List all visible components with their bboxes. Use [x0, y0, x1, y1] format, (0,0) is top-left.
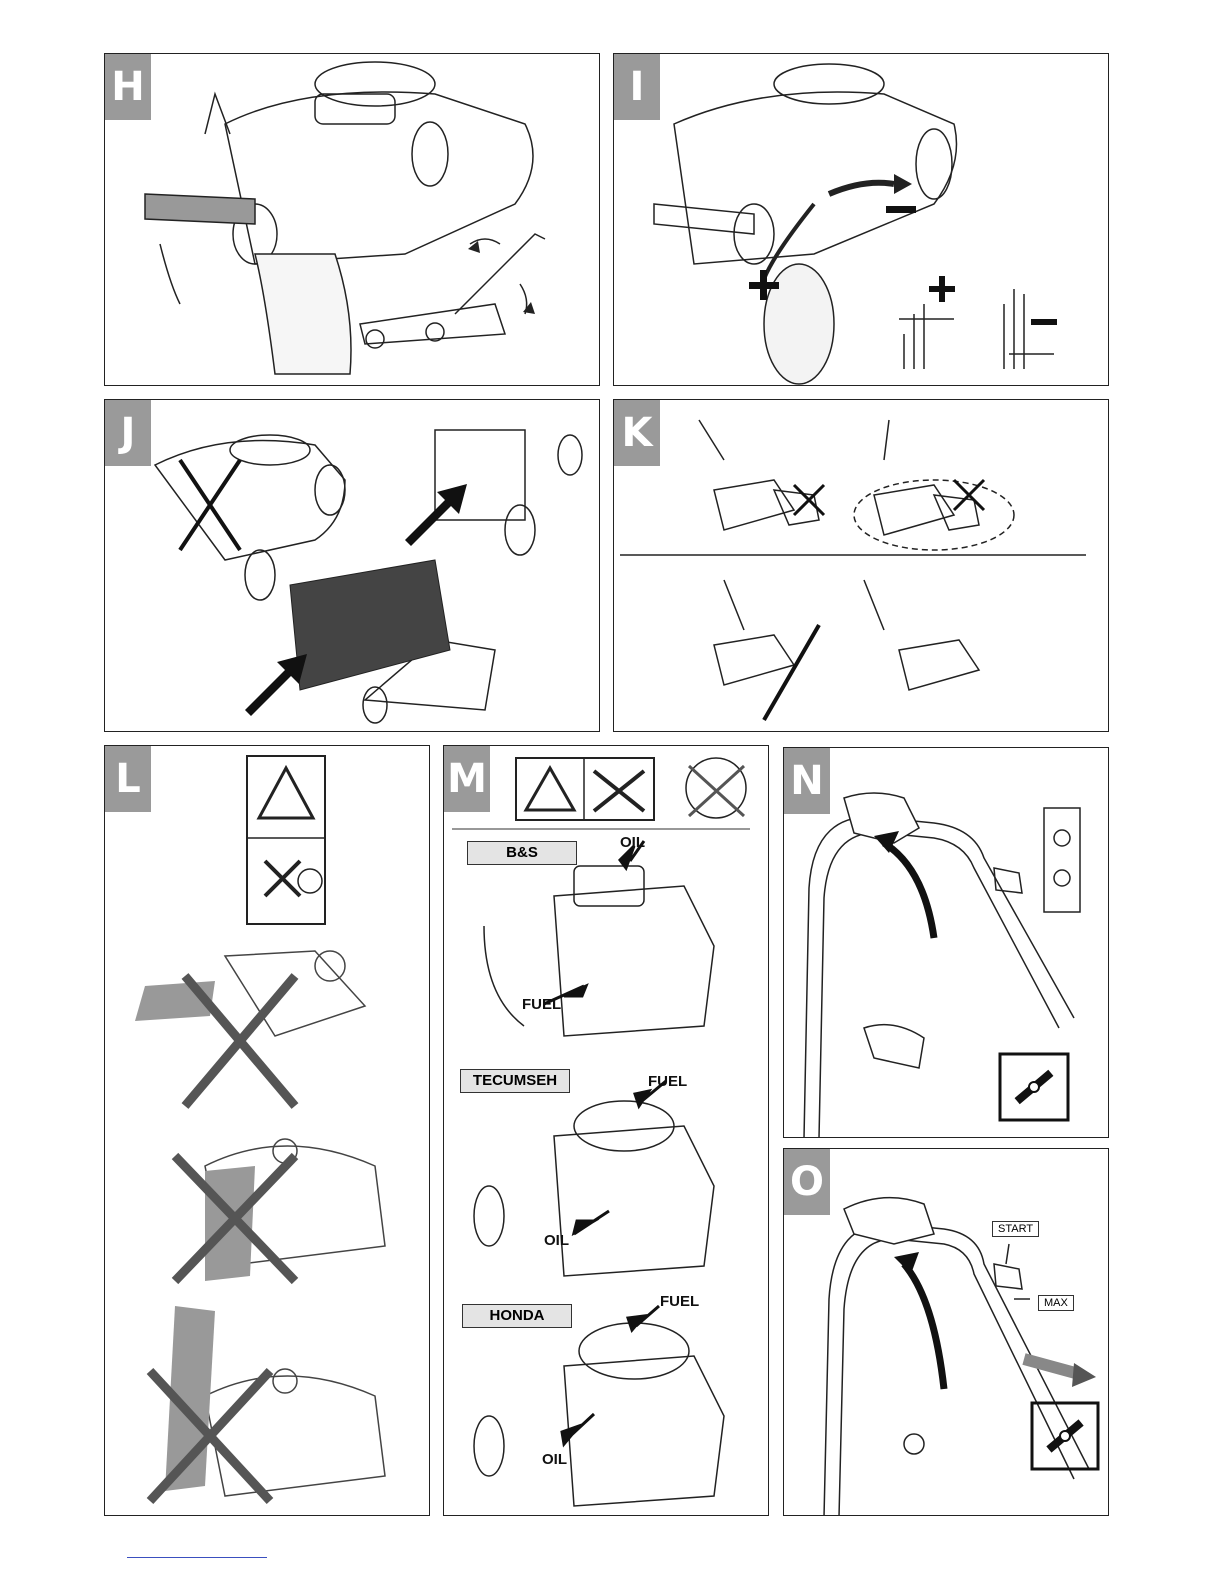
panel-m: M B&S OIL FUEL TECUMSEH FUEL OIL HONDA F [443, 745, 769, 1516]
panel-j: J [104, 399, 600, 732]
grass-bag-illustration [105, 400, 600, 732]
panel-l: L [104, 745, 430, 1516]
engine-label-bs: B&S [467, 841, 577, 865]
panel-h: H [104, 53, 600, 386]
callout-fuel-tecumseh: FUEL [648, 1073, 687, 1090]
callout-fuel-honda: FUEL [660, 1293, 699, 1310]
start-label: START [992, 1221, 1039, 1237]
panel-n: N [783, 747, 1109, 1138]
safety-warnings-illustration [105, 746, 430, 1516]
panel-o: O START MAX [783, 1148, 1109, 1516]
start-max-illustration [784, 1149, 1109, 1516]
engine-label-honda: HONDA [462, 1304, 572, 1328]
throttle-start-illustration [784, 748, 1109, 1138]
callout-oil-honda: OIL [542, 1451, 567, 1468]
footer-divider [127, 1557, 267, 1558]
mowing-technique-illustration [614, 400, 1109, 732]
panel-i: I [613, 53, 1109, 386]
callout-fuel-bs: FUEL [522, 996, 561, 1013]
callout-oil-tecumseh: OIL [544, 1232, 569, 1249]
height-lever-illustration [614, 54, 1109, 386]
engine-label-tecumseh: TECUMSEH [460, 1069, 570, 1093]
height-adjust-illustration [105, 54, 600, 386]
callout-oil-bs: OIL [620, 834, 645, 851]
max-label: MAX [1038, 1295, 1074, 1311]
panel-k: K [613, 399, 1109, 732]
